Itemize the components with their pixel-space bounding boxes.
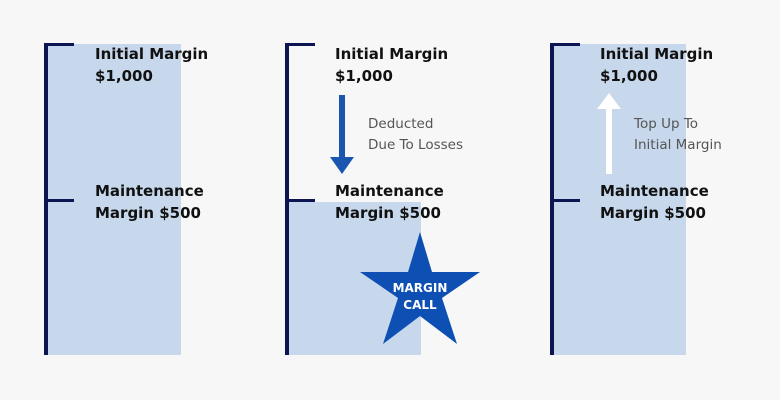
margin-call-line2: CALL	[403, 298, 437, 312]
deducted-note-line1: Deducted	[368, 116, 434, 132]
initial-margin-value-col3: $1,000	[600, 67, 658, 85]
initial-margin-label-col2: Initial Margin	[335, 45, 449, 63]
maintenance-label-col1: Maintenance	[95, 182, 204, 200]
initial-margin-label-col1: Initial Margin	[95, 45, 209, 63]
maintenance-value-col3: Margin $500	[600, 204, 706, 222]
bracket-mid-tick-col2	[285, 199, 315, 202]
bracket-top-tick-col2	[285, 43, 315, 46]
topup-note-line2: Initial Margin	[634, 137, 722, 153]
bracket-mid-tick-col3	[550, 199, 580, 202]
star-icon	[360, 232, 480, 344]
maintenance-value-col1: Margin $500	[95, 204, 201, 222]
bracket-mid-tick-col1	[44, 199, 74, 202]
bracket-top-tick-col1	[44, 43, 74, 46]
arrow-up-icon	[597, 93, 621, 174]
initial-margin-value-col1: $1,000	[95, 67, 153, 85]
maintenance-label-col3: Maintenance	[600, 182, 709, 200]
maintenance-label-col2: Maintenance	[335, 182, 444, 200]
arrow-down-icon	[330, 95, 354, 174]
bracket-top-tick-col3	[550, 43, 580, 46]
topup-note-line1: Top Up To	[634, 116, 699, 132]
margin-call-line1: MARGIN	[392, 281, 448, 295]
initial-margin-value-col2: $1,000	[335, 67, 393, 85]
deducted-note-line2: Due To Losses	[368, 137, 464, 153]
initial-margin-label-col3: Initial Margin	[600, 45, 714, 63]
maintenance-value-col2: Margin $500	[335, 204, 441, 222]
